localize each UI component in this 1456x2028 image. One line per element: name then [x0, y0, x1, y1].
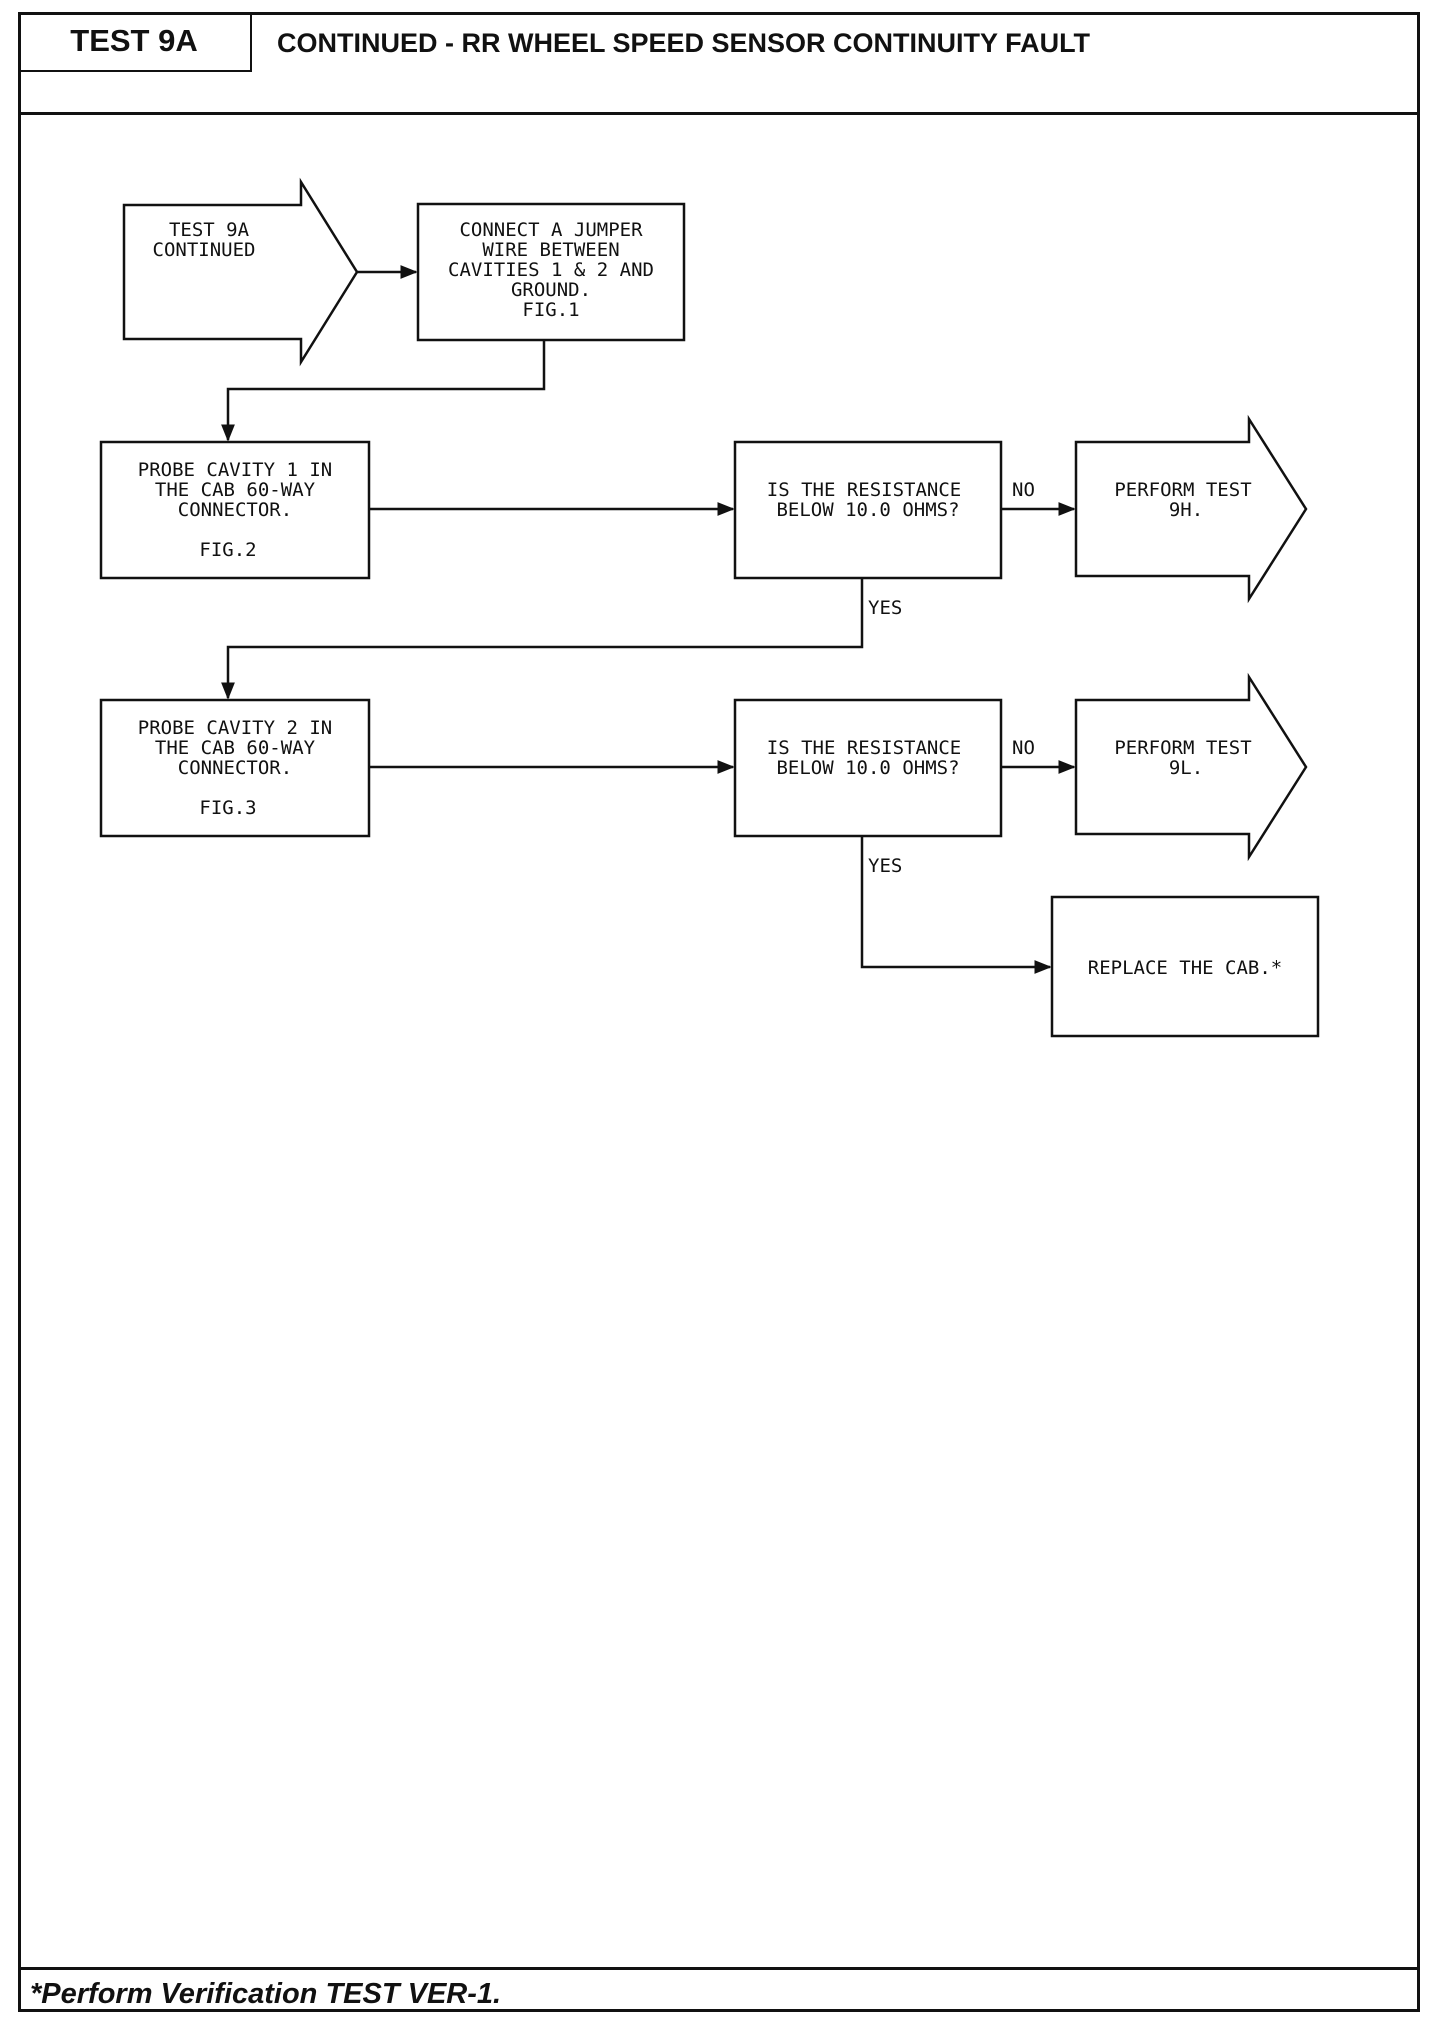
start-label-line-1: TEST 9A — [169, 219, 250, 241]
perform-test-9h-arrow: PERFORM TEST 9H. — [1074, 414, 1308, 604]
decision-2-box: IS THE RESISTANCE BELOW 10.0 OHMS? — [733, 698, 1003, 838]
connect-jumper-line-5: FIG.1 — [522, 299, 579, 321]
connector-decision-1-yes — [221, 578, 864, 700]
perform-9l-line-2: 9L. — [1169, 757, 1203, 779]
test-id-tab: TEST 9A — [18, 12, 252, 72]
decision-1-line-1: IS THE RESISTANCE — [767, 479, 961, 501]
connect-jumper-box: CONNECT A JUMPER WIRE BETWEEN CAVITIES 1… — [416, 202, 686, 342]
probe-1-line-4: FIG.2 — [199, 539, 256, 561]
decision-1-box: IS THE RESISTANCE BELOW 10.0 OHMS? — [733, 440, 1003, 580]
no-label-2: NO — [1012, 737, 1035, 759]
probe-2-line-4: FIG.3 — [199, 797, 256, 819]
replace-cab-box: REPLACE THE CAB.* — [1050, 895, 1320, 1038]
probe-2-line-3: CONNECTOR. — [178, 757, 292, 779]
footer-divider — [18, 1967, 1420, 1970]
header-divider — [18, 112, 1420, 115]
connect-jumper-line-3: CAVITIES 1 & 2 AND — [448, 259, 654, 281]
perform-9h-line-2: 9H. — [1169, 499, 1203, 521]
decision-2-line-2: BELOW 10.0 OHMS? — [776, 757, 959, 779]
test-id-label: TEST 9A — [70, 23, 198, 58]
probe-cavity-1-box: PROBE CAVITY 1 IN THE CAB 60-WAY CONNECT… — [99, 440, 371, 580]
probe-cavity-2-box: PROBE CAVITY 2 IN THE CAB 60-WAY CONNECT… — [99, 698, 371, 838]
perform-9l-line-1: PERFORM TEST — [1114, 737, 1251, 759]
page-frame — [18, 12, 1420, 2012]
connect-jumper-line-2: WIRE BETWEEN — [482, 239, 619, 261]
yes-label-1: YES — [868, 597, 902, 619]
page-title: CONTINUED - RR WHEEL SPEED SENSOR CONTIN… — [277, 28, 1091, 58]
yes-label-2: YES — [868, 855, 902, 877]
connector-jumper-to-probe-1 — [221, 340, 546, 442]
no-label-1: NO — [1012, 479, 1035, 501]
perform-9h-line-1: PERFORM TEST — [1114, 479, 1251, 501]
connect-jumper-line-1: CONNECT A JUMPER — [459, 219, 643, 241]
start-continued-arrow: TEST 9A CONTINUED — [122, 177, 359, 367]
probe-1-line-2: THE CAB 60-WAY — [155, 479, 316, 501]
connect-jumper-line-4: GROUND. — [511, 279, 591, 301]
probe-2-line-2: THE CAB 60-WAY — [155, 737, 316, 759]
decision-1-line-2: BELOW 10.0 OHMS? — [776, 499, 959, 521]
decision-2-line-1: IS THE RESISTANCE — [767, 737, 961, 759]
probe-2-line-1: PROBE CAVITY 2 IN — [138, 717, 332, 739]
probe-1-line-1: PROBE CAVITY 1 IN — [138, 459, 332, 481]
start-label-line-2: CONTINUED — [153, 239, 256, 261]
connector-decision-2-yes — [860, 836, 1052, 974]
perform-test-9l-arrow: PERFORM TEST 9L. — [1074, 672, 1308, 862]
footer-note: *Perform Verification TEST VER-1. — [30, 1978, 502, 2010]
replace-cab-label: REPLACE THE CAB.* — [1088, 957, 1282, 979]
probe-1-line-3: CONNECTOR. — [178, 499, 292, 521]
